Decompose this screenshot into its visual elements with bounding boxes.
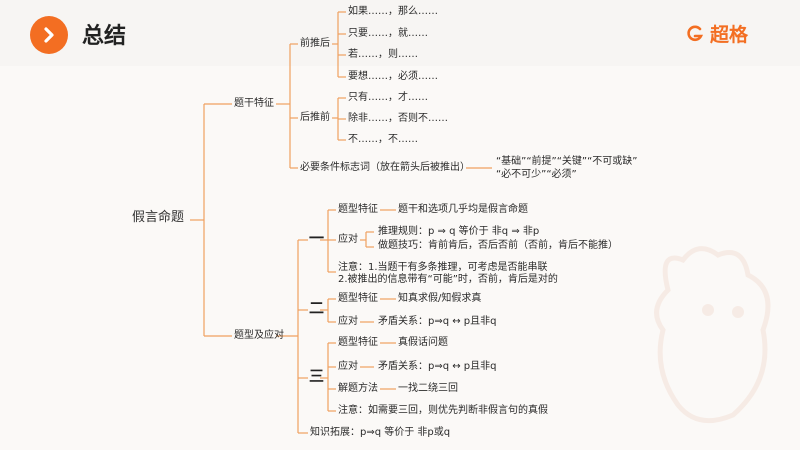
type-one-feature-text: 题干和选项几乎均是假言命题 bbox=[398, 204, 528, 215]
logo-icon bbox=[687, 25, 704, 41]
type-three-note: 注意：如需要三回，则优先判断非假言句的真假 bbox=[338, 405, 548, 416]
node-stem-features: 题干特征 bbox=[234, 98, 274, 109]
type-two-marker: 二 bbox=[309, 299, 325, 317]
type-three-feature-label: 题型特征 bbox=[338, 337, 378, 348]
type-one-note-2: 2.被推出的信息带有“可能”时，否前，肯后是对的 bbox=[338, 274, 558, 285]
knowledge-extension: 知识拓展：p⇒q 等价于 非p或q bbox=[310, 427, 451, 438]
logo-text: 超格 bbox=[710, 24, 749, 46]
back-item-2: 除非……，否则不…… bbox=[348, 113, 448, 124]
type-two-response-text: 矛盾关系：p⇒q ↔ p且非q bbox=[378, 316, 497, 327]
type-three-method-label: 解题方法 bbox=[338, 383, 378, 394]
front-item-2: 只要……，就…… bbox=[348, 28, 428, 39]
node-back-to-front: 后推前 bbox=[300, 112, 330, 123]
front-item-1: 如果……，那么…… bbox=[348, 6, 438, 17]
page-title: 总结 bbox=[82, 24, 127, 49]
mascot-watermark bbox=[654, 246, 771, 424]
type-one-feature-label: 题型特征 bbox=[338, 204, 378, 215]
type-one-marker: 一 bbox=[309, 229, 325, 247]
header-bar: 总结 超格 bbox=[0, 0, 800, 66]
type-one-note-1: 注意：1.当题干有多条推理，可考虑是否能串联 bbox=[338, 262, 548, 273]
front-item-4: 要想……，必须…… bbox=[348, 71, 438, 82]
necessary-words-2: “必不可少”“必须” bbox=[496, 169, 577, 180]
root-node: 假言命题 bbox=[132, 210, 185, 225]
brand-logo: 超格 bbox=[686, 20, 748, 47]
node-necessary-markers: 必要条件标志词（放在箭头后被推出） bbox=[300, 162, 470, 173]
type-two-feature-text: 知真求假/知假求真 bbox=[398, 293, 482, 304]
necessary-words-1: “基础”“前提”“关键”“不可或缺” bbox=[496, 156, 638, 167]
type-three-marker: 三 bbox=[309, 367, 325, 385]
type-three-response-label: 应对 bbox=[338, 361, 358, 372]
node-question-types: 题型及应对 bbox=[234, 330, 284, 341]
chevron-right-icon bbox=[30, 16, 68, 54]
type-three-response-text: 矛盾关系：p⇒q ↔ p且非q bbox=[378, 361, 497, 372]
type-three-feature-text: 真假话问题 bbox=[398, 337, 448, 348]
type-one-response-label: 应对 bbox=[338, 234, 358, 245]
back-item-1: 只有……，才…… bbox=[348, 92, 428, 103]
front-item-3: 若……，则…… bbox=[348, 49, 418, 60]
type-one-skill: 做题技巧：肯前肯后，否后否前（否前，肯后不能推） bbox=[378, 240, 618, 251]
type-one-rule: 推理规则：p ⇒ q 等价于 非q ⇒ 非p bbox=[378, 226, 540, 237]
type-two-feature-label: 题型特征 bbox=[338, 293, 378, 304]
node-front-to-back: 前推后 bbox=[300, 38, 330, 49]
type-two-response-label: 应对 bbox=[338, 316, 358, 327]
back-item-3: 不……，不…… bbox=[348, 134, 418, 145]
type-three-method-text: 一找二绕三回 bbox=[398, 383, 458, 394]
